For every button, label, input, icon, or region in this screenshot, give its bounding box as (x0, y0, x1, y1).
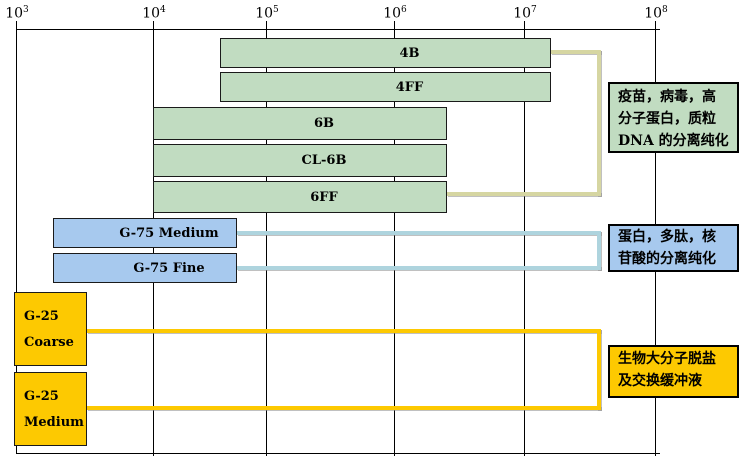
bar-label: CL-6B (301, 153, 347, 168)
tick-mark (394, 21, 395, 29)
x-tick-label-1e5: 105 (255, 5, 279, 22)
note-line: DNA 的分离纯化 (618, 133, 729, 149)
application-note-green: 疫苗，病毒，高 分子蛋白，质粒 DNA 的分离纯化 (608, 82, 739, 153)
tick-mark (524, 21, 525, 29)
bar-4b: 4B (220, 38, 551, 68)
bar-label-line: G-25 (24, 388, 59, 404)
bar-g25-medium: G-25 Medium (14, 372, 87, 446)
blue-group-connector-top (237, 231, 601, 235)
bar-label-line: Coarse (24, 334, 74, 350)
note-line: 苷酸的分离纯化 (618, 251, 716, 267)
yellow-group-connector-bottom (87, 406, 601, 410)
tick-mark (266, 21, 267, 29)
x-tick-label-1e8: 108 (644, 5, 668, 22)
x-tick-label-1e6: 106 (383, 5, 407, 22)
bar-label-line: G-25 (24, 308, 59, 324)
note-line: 分子蛋白，质粒 (618, 111, 716, 127)
bar-label: 6B (313, 116, 335, 131)
green-group-connector-bottom (447, 192, 601, 196)
bar-label: G-75 Fine (133, 260, 205, 276)
tick-mark (16, 21, 17, 29)
green-group-connector-top (551, 50, 601, 54)
note-line: 及交换缓冲液 (618, 373, 702, 389)
bottom-axis-line (16, 453, 660, 454)
bar-label: 6FF (310, 189, 338, 205)
blue-group-connector-bottom (237, 266, 601, 270)
gridline-1e3 (16, 29, 17, 453)
bar-label: 4B (399, 45, 420, 61)
yellow-group-connector-vertical (597, 329, 601, 410)
bar-label-line: Medium (24, 414, 84, 430)
bar-6b: 6B (153, 107, 447, 140)
gridline-1e7 (524, 29, 525, 456)
x-tick-label-1e3: 103 (5, 5, 29, 22)
note-line: 蛋白，多肽，核 (618, 229, 716, 245)
tick-mark (153, 21, 154, 29)
bar-g75-fine: G-75 Fine (53, 253, 237, 283)
green-group-connector-vertical (597, 50, 601, 196)
blue-group-connector-vertical (597, 231, 601, 270)
application-note-blue: 蛋白，多肽，核 苷酸的分离纯化 (608, 224, 739, 272)
x-tick-label-1e7: 107 (513, 5, 537, 22)
x-tick-label-1e4: 104 (142, 5, 166, 22)
application-note-yellow: 生物大分子脱盐 及交换缓冲液 (608, 345, 739, 398)
bar-label: G-75 Medium (119, 225, 219, 241)
tick-mark (655, 21, 656, 29)
bar-4ff: 4FF (220, 72, 551, 102)
bar-cl-6b: CL-6B (153, 144, 447, 177)
note-line: 疫苗，病毒，高 (618, 89, 716, 105)
bar-label: 4FF (395, 79, 424, 95)
bar-g25-coarse: G-25 Coarse (14, 292, 87, 366)
gridline-1e6 (394, 29, 395, 456)
bar-g75-medium: G-75 Medium (53, 218, 237, 248)
note-line: 生物大分子脱盐 (618, 351, 716, 367)
yellow-group-connector-top (87, 329, 601, 333)
gridline-1e5 (266, 29, 267, 456)
bar-6ff: 6FF (153, 181, 447, 213)
top-axis-line (16, 29, 660, 30)
